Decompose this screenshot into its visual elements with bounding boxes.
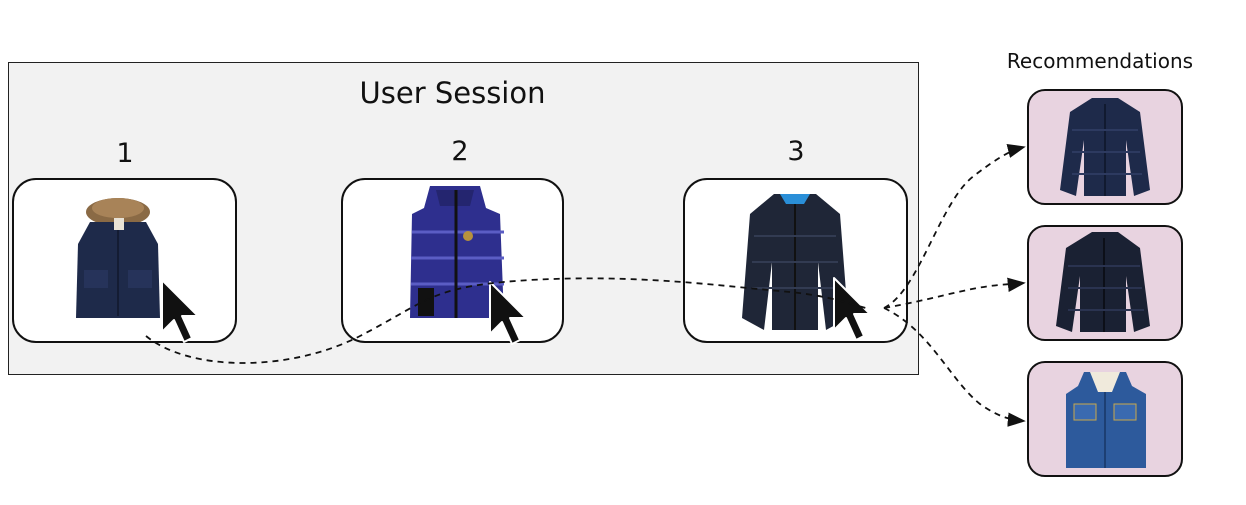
quilted-jacket-icon [742,194,848,330]
parka-jacket-icon [76,198,160,318]
quilted-shirt-jacket-icon [1060,98,1150,196]
step-number-2: 2 [451,136,469,167]
recommendations-title: Recommendations [1006,49,1194,73]
user-session-title: User Session [359,76,546,110]
session-path [145,277,867,364]
recommendation-arrow-1 [883,143,1026,309]
recommendation-arrow-2 [883,277,1026,309]
arrow-cursor-icon-2 [489,281,527,345]
puffer-jacket-icon [1056,232,1150,332]
recommendation-arrow-3 [883,307,1026,427]
arrow-cursor-icon-3 [833,277,871,341]
step-number-1: 1 [116,138,134,169]
arrow-cursor-icon-1 [161,279,199,343]
step-number-3: 3 [787,136,805,167]
denim-vest-icon [1066,372,1146,468]
